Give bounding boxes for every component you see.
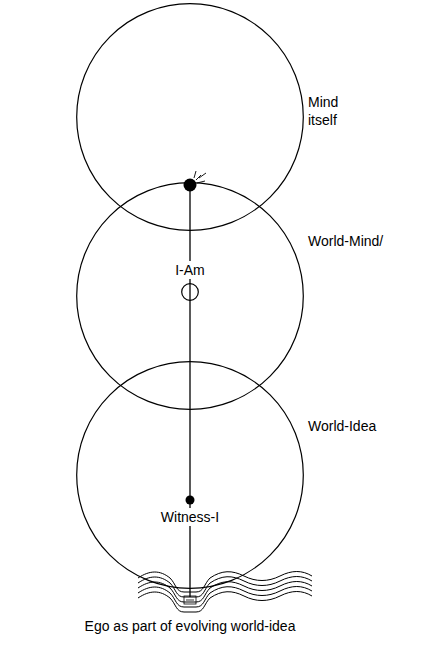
mind-circle: Mind itself (76, 3, 304, 231)
world-mind-circle: I-AmWorld-Mind/ (76, 182, 304, 410)
region-label: World-Idea (308, 417, 376, 435)
circle-outline (76, 361, 304, 589)
ego-symbol (184, 596, 196, 604)
ego-caption: Ego as part of evolving world-idea (83, 617, 298, 635)
wave-lines (138, 572, 312, 613)
i-am-ring: I-Am (181, 283, 199, 301)
world-idea-circle: World-Idea (76, 361, 304, 589)
witness-dot (186, 496, 195, 505)
axis-line (189, 184, 190, 597)
circle-outline (76, 3, 304, 231)
sparkle-symbol (194, 171, 206, 183)
circle-shape (77, 183, 304, 410)
witness-label: Witness-I (159, 508, 221, 526)
circle-shape (77, 362, 304, 589)
ring-outline (181, 283, 199, 301)
node-label: I-Am (173, 261, 207, 279)
spark-dot (184, 179, 197, 192)
ring-shape (182, 284, 199, 301)
circle-shape (77, 4, 304, 231)
region-label: Mind itself (308, 93, 360, 129)
circle-outline (76, 182, 304, 410)
region-label: World-Mind/ (308, 232, 383, 250)
